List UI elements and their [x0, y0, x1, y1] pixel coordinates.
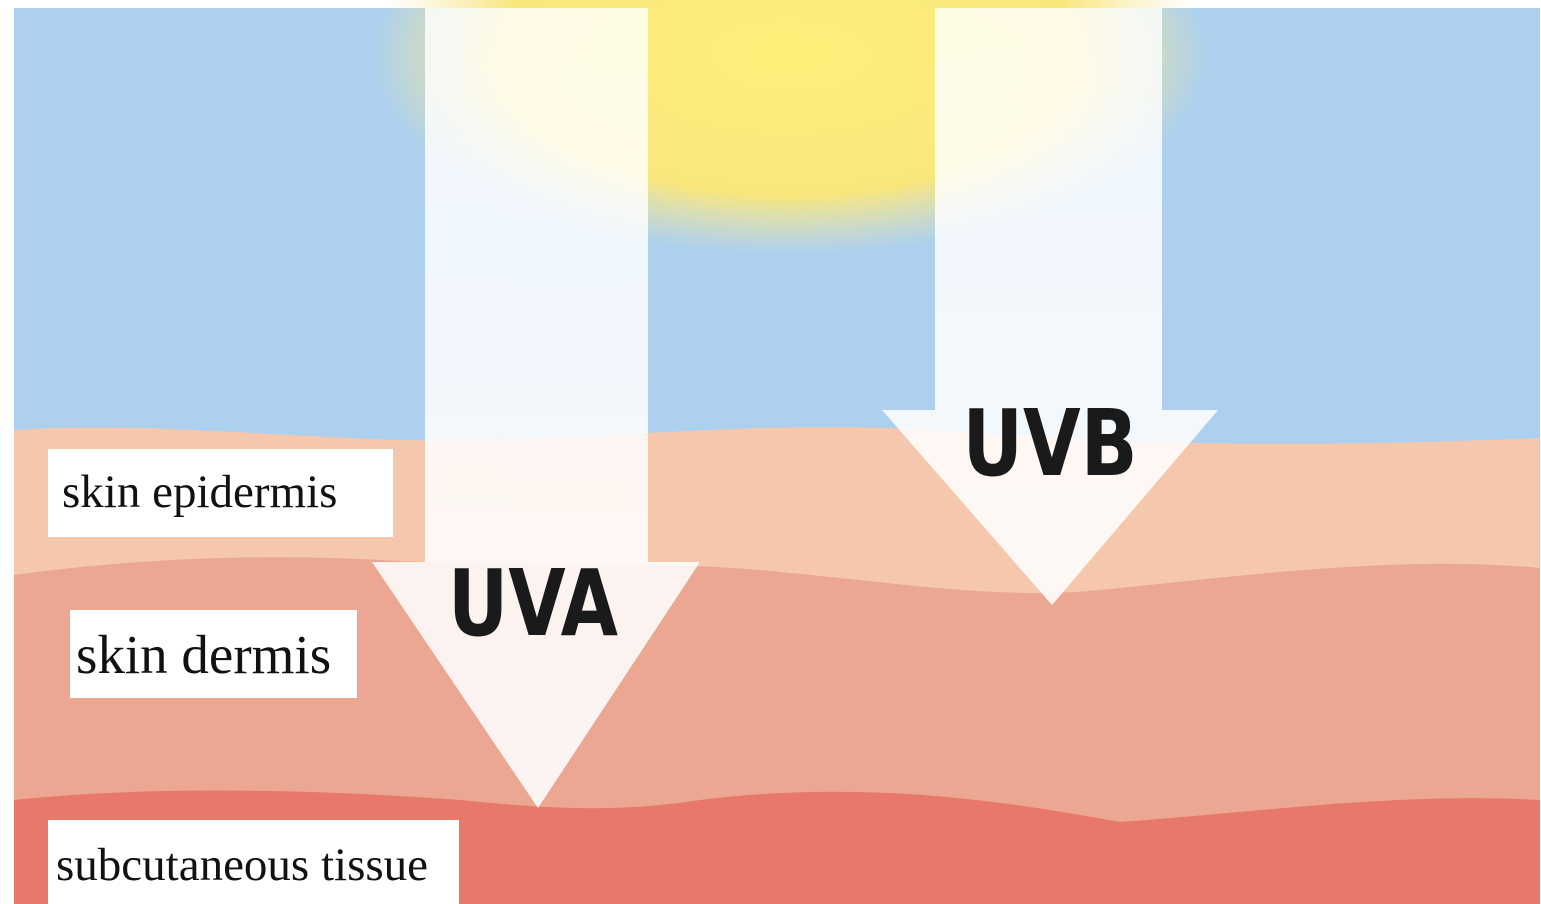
- epidermis-label: skin epidermis: [48, 449, 393, 537]
- uva-label: UVA: [448, 550, 618, 657]
- subcutaneous-label: subcutaneous tissue: [48, 820, 459, 904]
- uvb-label: UVB: [963, 390, 1138, 497]
- dermis-label: skin dermis: [70, 610, 357, 698]
